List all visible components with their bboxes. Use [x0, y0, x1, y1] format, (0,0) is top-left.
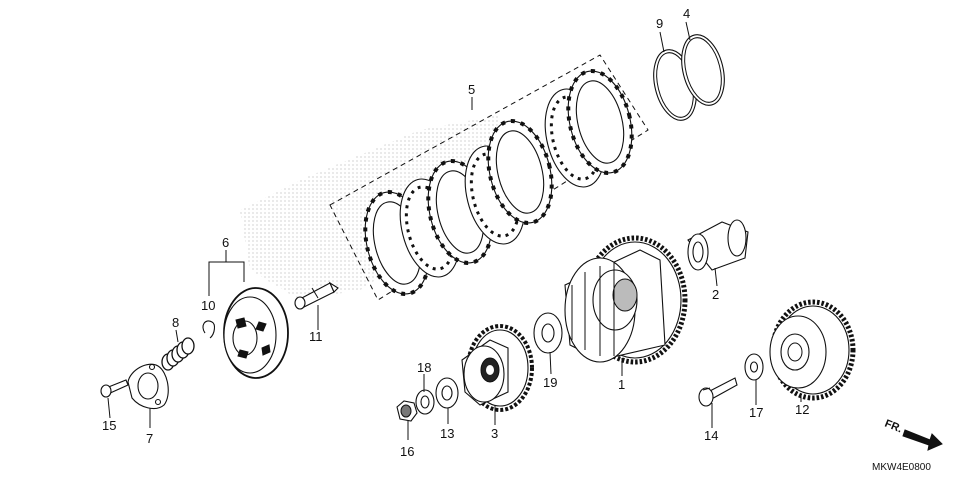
callout-12: 12	[795, 402, 809, 417]
callout-18: 18	[417, 360, 431, 375]
clutch-disc-set-outline	[329, 54, 649, 301]
clutch-plate-stack	[363, 69, 634, 296]
callout-16: 16	[400, 444, 414, 459]
callout-2: 2	[712, 287, 719, 302]
bolt-15	[100, 379, 129, 398]
washer-17	[744, 353, 764, 381]
lock-nut-16	[396, 400, 418, 422]
callout-7: 7	[146, 431, 153, 446]
circlip-10	[202, 320, 215, 339]
wire-ring-4	[681, 34, 725, 106]
callout-1: 1	[618, 377, 625, 392]
bolt-14	[698, 377, 738, 407]
washer-18	[415, 389, 435, 415]
collar-2	[687, 219, 749, 271]
callout-11: 11	[309, 329, 323, 344]
friction-disc	[566, 69, 634, 175]
lifter-rod-11	[294, 281, 339, 310]
callout-3: 3	[491, 426, 498, 441]
front-direction-indicator: FR.	[883, 418, 943, 451]
friction-disc	[486, 119, 554, 225]
front-arrow-icon	[902, 429, 943, 451]
callout-9: 9	[656, 16, 663, 31]
callout-4: 4	[683, 6, 690, 21]
gear-12	[769, 299, 856, 401]
callout-15: 15	[102, 418, 116, 433]
callout-17: 17	[749, 405, 763, 420]
clutch-center-3	[461, 324, 534, 412]
lifter-plate-7	[127, 363, 169, 410]
callout-14: 14	[704, 428, 718, 443]
spring-8	[161, 337, 195, 371]
clutch-outer-1	[564, 235, 688, 365]
drawing-code: MKW4E0800	[872, 462, 931, 473]
pressure-plate-6	[223, 287, 289, 379]
washer-13	[435, 377, 459, 409]
callout-labels: 1 2 3 4 5 6 7 8 9 10 11 12 13 14 15 16 1…	[102, 6, 809, 459]
callout-10: 10	[201, 298, 215, 313]
callout-8: 8	[172, 315, 179, 330]
callout-19: 19	[543, 375, 557, 390]
callout-5: 5	[468, 82, 475, 97]
callout-6: 6	[222, 235, 229, 250]
leader-lines	[107, 21, 802, 440]
callout-13: 13	[440, 426, 454, 441]
front-label: FR.	[883, 418, 904, 436]
washer-19	[533, 312, 563, 354]
